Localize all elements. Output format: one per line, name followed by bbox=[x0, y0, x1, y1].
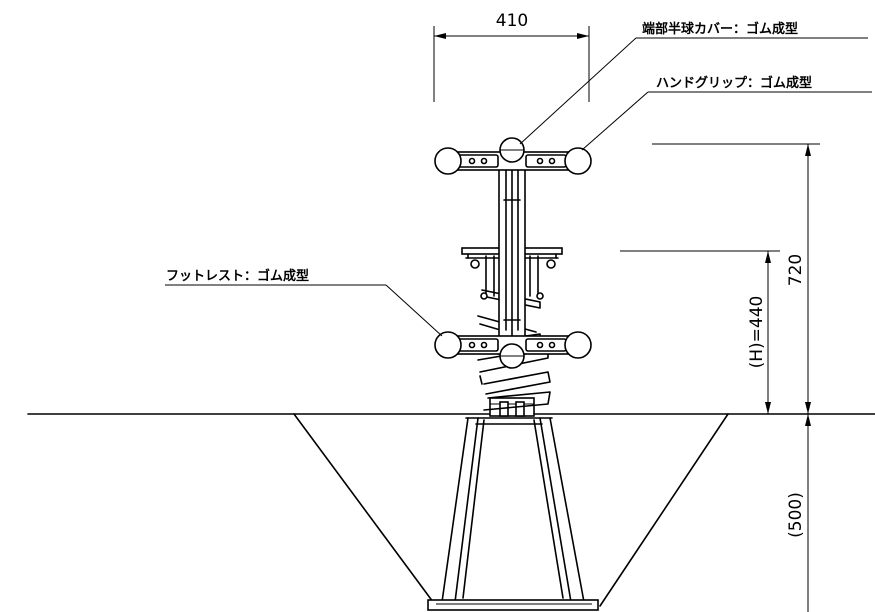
callout-foot-rest-label: フットレスト：ゴム成型 bbox=[166, 268, 309, 284]
foundation-frame bbox=[427, 417, 599, 611]
callout-end-cover-label: 端部半球カバー：ゴム成型 bbox=[642, 21, 798, 37]
dimension-width-label: 410 bbox=[496, 11, 528, 31]
end-hemisphere-cover-bottom bbox=[499, 343, 525, 369]
foot-rest-left bbox=[434, 331, 462, 359]
dimension-depth-label: (500) bbox=[786, 492, 806, 538]
callout-hand-grip: ハンドグリップ：ゴム成型 bbox=[581, 75, 872, 151]
hand-grip-right bbox=[564, 147, 592, 175]
callout-end-cover: 端部半球カバー：ゴム成型 bbox=[519, 21, 868, 145]
dimension-height-seat: (H)=440 bbox=[620, 250, 780, 414]
top-handlebar bbox=[453, 151, 571, 171]
hand-grip-left bbox=[434, 147, 462, 175]
bottom-footbar bbox=[453, 335, 571, 355]
foot-rest-right bbox=[564, 331, 592, 359]
excavation-outline bbox=[293, 413, 729, 607]
dimension-depth: (500) bbox=[786, 414, 811, 612]
dimension-height-total: 720 bbox=[652, 143, 820, 414]
callout-foot-rest: フットレスト：ゴム成型 bbox=[165, 268, 443, 337]
end-hemisphere-cover-top bbox=[499, 137, 525, 163]
dimension-height-seat-label: (H)=440 bbox=[747, 296, 767, 369]
central-column bbox=[498, 159, 526, 355]
dimension-height-total-label: 720 bbox=[786, 254, 806, 286]
dimension-width: 410 bbox=[433, 11, 590, 102]
callout-hand-grip-label: ハンドグリップ：ゴム成型 bbox=[656, 75, 812, 91]
